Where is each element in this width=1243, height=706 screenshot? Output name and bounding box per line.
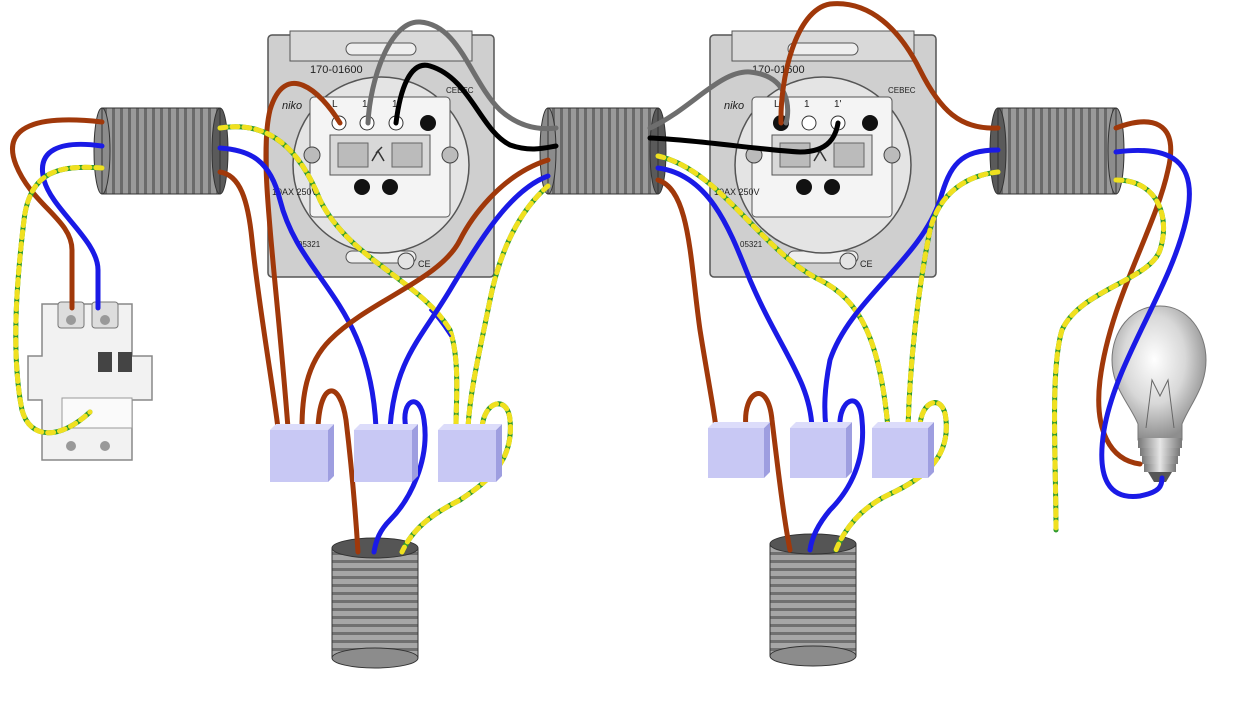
circuit-breaker-icon <box>27 301 153 461</box>
wire-earth-middle-right <box>655 153 891 431</box>
switch-left-ce: CE <box>418 259 431 269</box>
wire-earth-right-conduit <box>905 169 1001 431</box>
wire-earth-breaker <box>13 164 105 436</box>
light-bulb-icon <box>1111 305 1207 482</box>
switch-left-code: 05321 <box>298 240 321 249</box>
switch-left-brand: niko <box>282 100 302 112</box>
connector-phase-right <box>708 422 770 478</box>
switch-right-ce: CE <box>860 259 873 269</box>
wire-neutral-middle-right <box>655 165 815 431</box>
two-way-switch-icon <box>371 146 385 162</box>
wire-earth-middle-left <box>465 183 551 431</box>
wire-phase-breaker <box>9 117 105 311</box>
connector-phase-left <box>270 424 334 482</box>
connector-earth-left <box>438 424 502 482</box>
wire-neutral-right-conduit <box>822 147 1001 431</box>
wire-traveller-grey-right <box>647 69 791 131</box>
conduit-left <box>93 107 229 195</box>
switch-left-part-number: 170-01600 <box>310 64 363 76</box>
connector-earth-right <box>872 422 934 478</box>
conduit-bottom-left <box>331 537 419 669</box>
wire-earth-dangling <box>1052 177 1166 533</box>
switch-right-terminal-1prime: 1' <box>834 99 842 110</box>
switch-right-code: 05321 <box>740 240 763 249</box>
switch-left-terminal-1: 1 <box>362 99 368 110</box>
wire-traveller-black-left <box>393 62 559 152</box>
wire-phase-middle-left <box>299 157 551 431</box>
wires <box>9 1 1192 555</box>
wire-phase-bottom-right <box>743 391 793 553</box>
wire-neutral-middle-left <box>387 173 551 431</box>
switch-left-cert: CEBEC <box>446 86 474 95</box>
wire-neutral-left-conduit <box>217 145 379 431</box>
conduit-right <box>989 107 1125 195</box>
switch-right-terminal-1: 1 <box>804 99 810 110</box>
switch-right-brand: niko <box>724 100 744 112</box>
wire-neutral-hook <box>429 309 451 337</box>
conduit-middle <box>539 107 667 195</box>
wire-phase-switch-right-l <box>778 1 1001 131</box>
connector-neutral-left <box>354 424 418 482</box>
switch-right-terminal-l: L <box>774 99 780 110</box>
switch-left-terminal-1prime: 1' <box>392 99 400 110</box>
switch-right-cert: CEBEC <box>888 86 916 95</box>
wire-earth-left-conduit <box>217 124 460 431</box>
connector-neutral-right <box>790 422 852 478</box>
switch-right-rating: 10AX 250V <box>714 187 760 197</box>
wire-traveller-black-right <box>647 120 841 155</box>
wire-traveller-grey-left <box>365 19 559 132</box>
conduit-bottom-right <box>769 533 857 667</box>
wire-phase-left-conduit <box>217 169 281 431</box>
wire-phase-switch-left-l <box>263 81 343 431</box>
switch-left-terminal-l: L <box>332 99 338 110</box>
wire-neutral-bulb <box>1099 147 1192 499</box>
wire-neutral-bottom-right <box>807 398 866 553</box>
switch-left-rating: 10AX 250V <box>272 187 318 197</box>
wire-phase-bottom-left <box>315 388 361 555</box>
wire-neutral-bottom-left <box>371 399 428 555</box>
connector-blocks <box>270 422 934 482</box>
switch-right: 170-01600 L 1 1' 10AX 250V 05321 niko CE… <box>709 30 937 278</box>
wire-phase-middle-right <box>655 177 719 431</box>
